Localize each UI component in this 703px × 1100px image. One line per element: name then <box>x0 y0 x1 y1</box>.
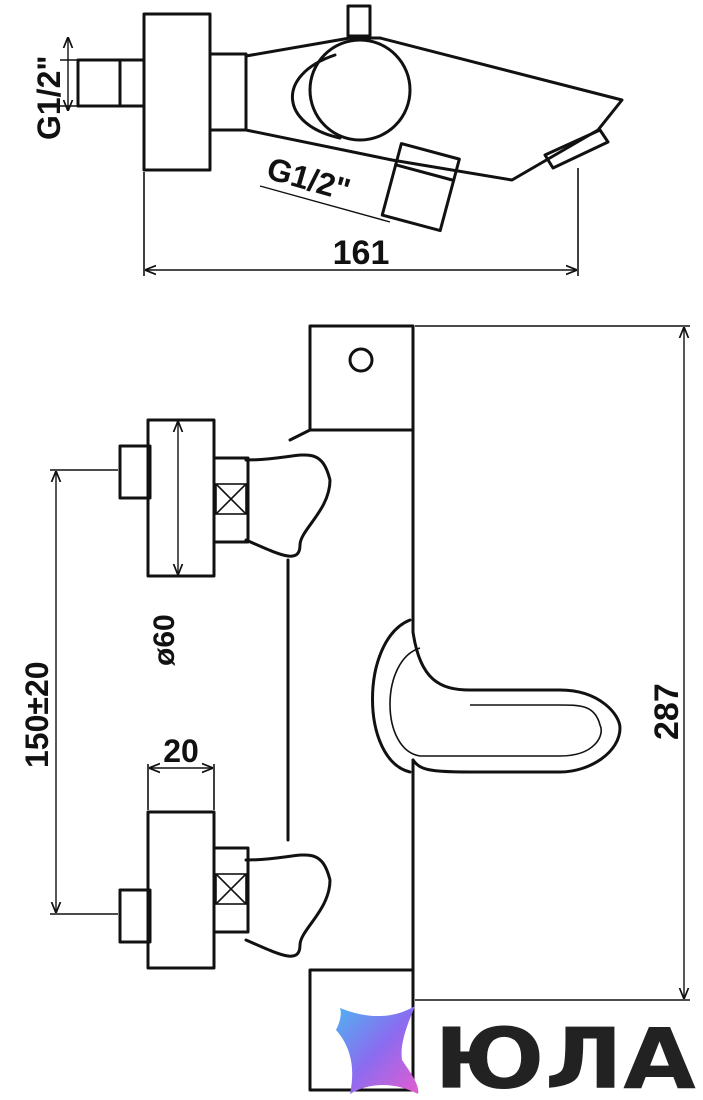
height-dim-label: 287 <box>648 683 686 740</box>
lower-hex-nut <box>212 846 250 934</box>
top-wall-flange <box>142 12 212 172</box>
lower-pipe-stub <box>118 888 152 944</box>
front-view: ø60 20 150±20 287 <box>19 324 690 1092</box>
brand-name: ЮЛА <box>434 1010 696 1100</box>
lever-handle-inner <box>389 647 602 757</box>
upper-elbow <box>244 453 332 558</box>
top-view: G1/2" G1/2" 161 <box>31 4 624 276</box>
inlet-nut <box>118 58 146 108</box>
front-bottom-block <box>308 968 415 1092</box>
outlet-thread-leader-line <box>259 185 391 223</box>
width-dim-label: 161 <box>333 234 390 272</box>
brand-logo-icon <box>336 1006 419 1094</box>
lower-elbow <box>244 853 332 958</box>
front-top-block <box>308 324 415 432</box>
upper-pipe-stub <box>118 444 152 500</box>
top-outlet-pipe <box>380 142 461 233</box>
lever-handle-inner-front <box>371 618 412 774</box>
lever-handle-outer <box>411 630 622 774</box>
upper-hex-nut <box>212 456 250 544</box>
flange-depth-label: 20 <box>163 733 199 769</box>
lower-wall-flange <box>146 810 216 970</box>
center-spacing-label: 150±20 <box>19 661 55 768</box>
top-spout-tip <box>543 128 610 170</box>
inlet-thread-label: G1/2" <box>31 55 67 140</box>
top-handle-knob <box>346 4 372 38</box>
top-handle-contour <box>291 53 342 140</box>
brand-watermark: ЮЛА <box>336 1006 696 1100</box>
top-connector <box>208 52 248 132</box>
inlet-pipe-stub <box>76 58 122 108</box>
upper-wall-flange <box>146 418 216 578</box>
front-top-hole-icon <box>348 347 374 373</box>
flange-diameter-label: ø60 <box>148 614 181 666</box>
top-handle-dial <box>308 38 412 142</box>
